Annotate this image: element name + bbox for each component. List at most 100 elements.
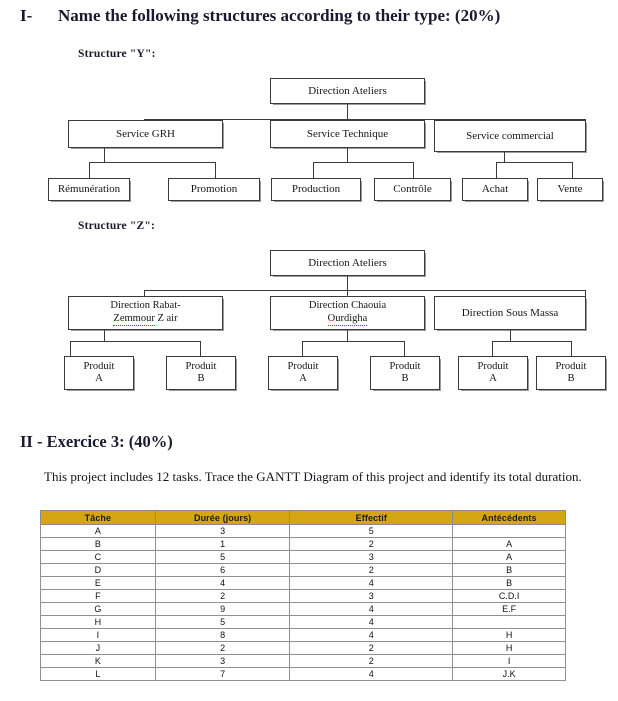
table-cell: J.K — [452, 667, 566, 681]
connector-z-stem-chaouia — [347, 330, 348, 341]
org-node-service-commercial: Service commercial — [434, 120, 586, 152]
direction-rabat-line2-rest: Z air — [154, 312, 178, 324]
table-cell: 4 — [289, 667, 454, 681]
column-header-effectif: Effectif — [289, 510, 454, 525]
produit-b2-line1: Produit — [389, 360, 421, 372]
org-node-service-technique: Service Technique — [270, 120, 425, 148]
connector-z-drop-produit-a1 — [70, 341, 71, 356]
connector-drop-achat — [496, 162, 497, 178]
connector-z-drop-chaouia — [347, 290, 348, 300]
table-header-row: Tâche Durée (jours) Effectif Antécédents — [40, 510, 566, 525]
section-2-paragraph: This project includes 12 tasks. Trace th… — [44, 469, 582, 484]
column-header-antecedents: Antécédents — [452, 510, 566, 525]
connector-z-drop-rabat — [144, 290, 145, 300]
org-node-production: Production — [271, 178, 361, 201]
table-cell: A — [40, 524, 156, 538]
section-2-heading: II - Exercice 3: (40%) — [20, 432, 173, 451]
table-cell: 5 — [154, 550, 291, 564]
table-cell: 2 — [154, 641, 291, 655]
table-cell: 4 — [154, 576, 291, 590]
produit-b1-line1: Produit — [185, 360, 217, 372]
connector-z-drop-produit-b2 — [404, 341, 405, 356]
connector-bus-commercial — [496, 162, 572, 163]
section-1-heading: I- Name the following structures accordi… — [0, 6, 618, 32]
table-cell: 3 — [289, 589, 454, 603]
produit-a2-line2: A — [299, 373, 307, 384]
misspelled-word-zemmour: Zemmour — [113, 313, 155, 326]
connector-bus-level2 — [144, 119, 585, 120]
org-node-remuneration: Rémunération — [48, 178, 130, 201]
table-cell: 8 — [154, 628, 291, 642]
table-cell: B — [452, 563, 566, 577]
table-cell: B — [452, 576, 566, 590]
connector-z-drop-sous-massa — [585, 290, 586, 300]
connector-z-stem-sous-massa — [510, 330, 511, 341]
misspelled-word-ourdigha: Ourdigha — [327, 313, 368, 326]
direction-rabat-line2: Zemmour Z air — [113, 312, 178, 326]
table-cell: 2 — [289, 537, 454, 551]
connector-z-drop-produit-a2 — [302, 341, 303, 356]
table-cell: 4 — [289, 628, 454, 642]
org-node-vente: Vente — [537, 178, 603, 201]
connector-z-drop-produit-b1 — [200, 341, 201, 356]
structure-y-label: Structure "Y": — [78, 48, 156, 60]
column-header-tache: Tâche — [40, 510, 156, 525]
table-cell: 5 — [289, 524, 454, 538]
table-cell: D — [40, 563, 156, 577]
table-cell — [452, 524, 566, 538]
table-cell: 4 — [289, 576, 454, 590]
org-node-promotion: Promotion — [168, 178, 260, 201]
connector-bus-grh — [89, 162, 215, 163]
table-cell: 2 — [289, 654, 454, 668]
table-cell: E.F — [452, 602, 566, 616]
table-cell: H — [40, 615, 156, 629]
produit-a2-line1: Produit — [287, 360, 319, 372]
table-cell: G — [40, 602, 156, 616]
direction-rabat-line1: Direction Rabat- — [110, 300, 181, 312]
table-cell: A — [452, 537, 566, 551]
produit-a1-line2: A — [95, 373, 103, 384]
table-cell — [452, 615, 566, 629]
table-cell: 2 — [154, 589, 291, 603]
table-cell: E — [40, 576, 156, 590]
produit-b3-line2: B — [567, 373, 575, 384]
table-cell: J — [40, 641, 156, 655]
org-node-root: Direction Ateliers — [270, 78, 425, 104]
section-1-number: I- — [20, 6, 33, 25]
org-node-produit-b1: Produit B — [166, 356, 236, 390]
connector-z-bus-chaouia — [302, 341, 404, 342]
org-node-z-root: Direction Ateliers — [270, 250, 425, 276]
table-cell: H — [452, 641, 566, 655]
table-cell: F — [40, 589, 156, 603]
org-node-direction-chaouia-ourdigha: Direction Chaouia Ourdigha — [270, 296, 425, 330]
produit-a3-line1: Produit — [477, 360, 509, 372]
section-1-title: Name the following structures according … — [58, 6, 501, 25]
connector-drop-promotion — [215, 162, 216, 178]
table-cell: C — [40, 550, 156, 564]
table-cell: C.D.I — [452, 589, 566, 603]
connector-z-drop-produit-b3 — [571, 341, 572, 356]
connector-stem-grh — [104, 148, 105, 162]
connector-z-bus-sous-massa — [492, 341, 571, 342]
produit-a1-line1: Produit — [83, 360, 115, 372]
connector-z-drop-produit-a3 — [492, 341, 493, 356]
org-node-direction-rabat-zemmour: Direction Rabat- Zemmour Z air — [68, 296, 223, 330]
structure-z-label: Structure "Z": — [78, 220, 155, 232]
table-cell: 2 — [289, 563, 454, 577]
connector-root-stem — [347, 104, 348, 119]
table-cell: 1 — [154, 537, 291, 551]
connector-drop-production — [313, 162, 314, 178]
org-node-achat: Achat — [462, 178, 528, 201]
table-cell: K — [40, 654, 156, 668]
